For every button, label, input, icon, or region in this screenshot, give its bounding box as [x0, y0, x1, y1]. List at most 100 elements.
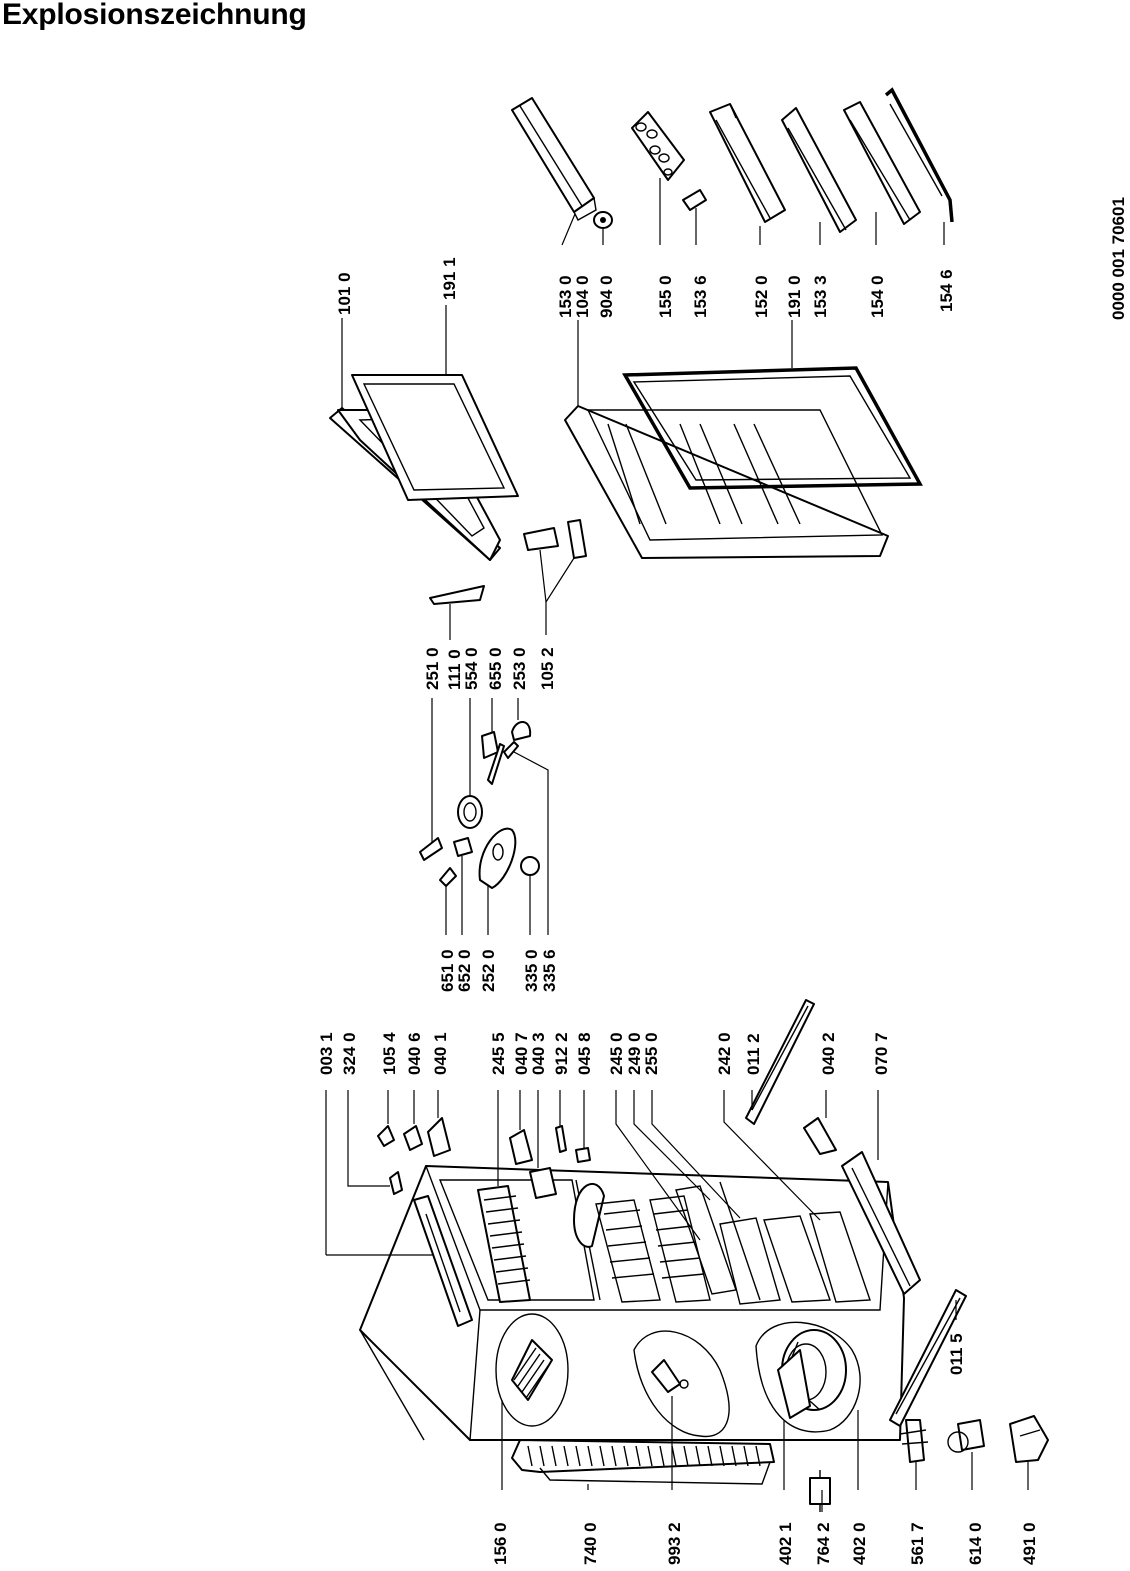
part-040-7-hinge: [509, 1129, 533, 1165]
part-105-4-hinge: [377, 1125, 395, 1147]
label-764-2: 764 2: [814, 1522, 833, 1565]
label-154-6: 154 6: [937, 269, 956, 312]
part-993-2-evaporator-detail: [633, 1330, 730, 1438]
page-title: Explosionszeichnung: [2, 0, 307, 31]
leader-335-6: [513, 751, 549, 935]
part-655-0-switch: [481, 731, 505, 785]
label-040-6: 040 6: [405, 1032, 424, 1075]
part-652-0-thermostat: [453, 837, 473, 857]
label-040-3: 040 3: [529, 1032, 548, 1075]
label-155-0: 155 0: [656, 275, 675, 318]
label-554-0: 554 0: [462, 647, 481, 690]
label-561-7: 561 7: [908, 1522, 927, 1565]
label-491-0: 491 0: [1020, 1522, 1039, 1565]
part-154-6-bottle-retainer: [884, 87, 954, 223]
label-153-6: 153 6: [691, 275, 710, 318]
label-105-4: 105 4: [380, 1032, 399, 1075]
part-153-3-door-shelf: [781, 107, 857, 233]
label-003-1: 003 1: [317, 1032, 336, 1075]
label-156-0: 156 0: [491, 1522, 510, 1565]
label-045-8: 045 8: [575, 1032, 594, 1075]
label-253-0: 253 0: [510, 647, 529, 690]
part-105-2-hinges: [523, 519, 587, 559]
part-335-0-knob: [520, 856, 540, 876]
label-402-0: 402 0: [850, 1522, 869, 1565]
label-191-0: 191 0: [785, 275, 804, 318]
part-156-0-vent-grille: [495, 1313, 569, 1427]
part-252-0-lamp-cover: [478, 827, 517, 889]
part-111-0-hinge: [429, 585, 485, 605]
label-040-7: 040 7: [512, 1032, 531, 1075]
part-155-0-egg-tray: [631, 111, 685, 181]
label-153-0: 153 0: [556, 275, 575, 318]
control-panel-strip: [413, 1195, 473, 1327]
part-040-2-bracket: [803, 1117, 837, 1155]
label-154-0: 154 0: [868, 275, 887, 318]
part-335-6-shaft: [503, 741, 519, 759]
part-614-0-relay-unit: [947, 1419, 985, 1453]
part-045-8-pin: [575, 1147, 591, 1163]
part-242-0-crisper: [719, 1211, 871, 1305]
label-111-0: 111 0: [445, 649, 464, 690]
document-number: 0000 001 70601: [1109, 197, 1128, 320]
label-655-0: 655 0: [486, 647, 505, 690]
label-040-2: 040 2: [819, 1032, 838, 1075]
leader-249-0: [633, 1090, 711, 1201]
label-249-0: 249 0: [625, 1032, 644, 1075]
part-740-0-condenser: [511, 1439, 775, 1485]
part-153-6-bracket: [682, 189, 707, 211]
label-104-0: 104 0: [573, 275, 592, 318]
part-253-0-knob-holder: [511, 721, 532, 741]
label-335-6: 335 6: [540, 949, 559, 992]
leader-255-0: [651, 1090, 741, 1219]
part-651-0-bulb: [439, 867, 457, 887]
part-191-0-fridge-gasket: [622, 366, 923, 490]
label-652-0: 652 0: [455, 949, 474, 992]
part-245-5-grid-shelf: [477, 1185, 531, 1303]
label-904-0: 904 0: [597, 275, 616, 318]
label-255-0: 255 0: [642, 1032, 661, 1075]
part-402-1-relay: [777, 1349, 811, 1419]
label-324-0: 324 0: [340, 1032, 359, 1075]
label-101-0: 101 0: [335, 272, 354, 315]
label-993-2: 993 2: [665, 1522, 684, 1565]
label-251-0: 251 0: [423, 647, 442, 690]
part-245-0-glass-shelf: [595, 1199, 661, 1303]
part-191-1-freezer-gasket: [351, 374, 519, 501]
label-245-5: 245 5: [489, 1032, 508, 1075]
part-251-0-cover: [419, 837, 443, 861]
label-245-0: 245 0: [607, 1032, 626, 1075]
leader-242-0: [723, 1090, 821, 1221]
label-242-0: 242 0: [715, 1032, 734, 1075]
label-011-5: 011 5: [947, 1333, 966, 1375]
label-252-0: 252 0: [479, 949, 498, 992]
part-904-0-washer: [593, 211, 613, 229]
part-249-0-shelf: [649, 1195, 711, 1303]
part-764-2-filter-dryer: [809, 1470, 831, 1512]
label-614-0: 614 0: [966, 1522, 985, 1565]
part-554-0-lamp-holder: [457, 795, 483, 829]
label-912-2: 912 2: [552, 1032, 571, 1075]
label-011-2: 011 2: [744, 1033, 763, 1075]
label-651-0: 651 0: [438, 949, 457, 992]
part-040-3-block: [529, 1167, 557, 1199]
part-561-7-starter: [899, 1419, 929, 1463]
label-191-1: 191 1: [440, 257, 459, 300]
part-070-7-plinth: [841, 1151, 921, 1295]
part-040-6-bracket: [403, 1125, 423, 1151]
leader-105-2: [539, 549, 575, 604]
part-153-0-dairy-compartment: [511, 97, 597, 221]
part-011-5-rail: [889, 1289, 967, 1427]
label-402-1: 402 1: [776, 1522, 795, 1565]
label-153-3: 153 3: [811, 275, 830, 318]
leader-324-0: [347, 1090, 390, 1187]
part-152-0-door-shelf: [709, 103, 786, 223]
label-070-7: 070 7: [872, 1032, 891, 1075]
part-011-2-rail: [745, 999, 815, 1125]
leader-153-0: [561, 213, 576, 246]
part-912-2-screw: [555, 1125, 567, 1153]
label-040-1: 040 1: [431, 1032, 450, 1075]
part-324-0-cover: [389, 1171, 403, 1195]
label-740-0: 740 0: [581, 1522, 600, 1565]
